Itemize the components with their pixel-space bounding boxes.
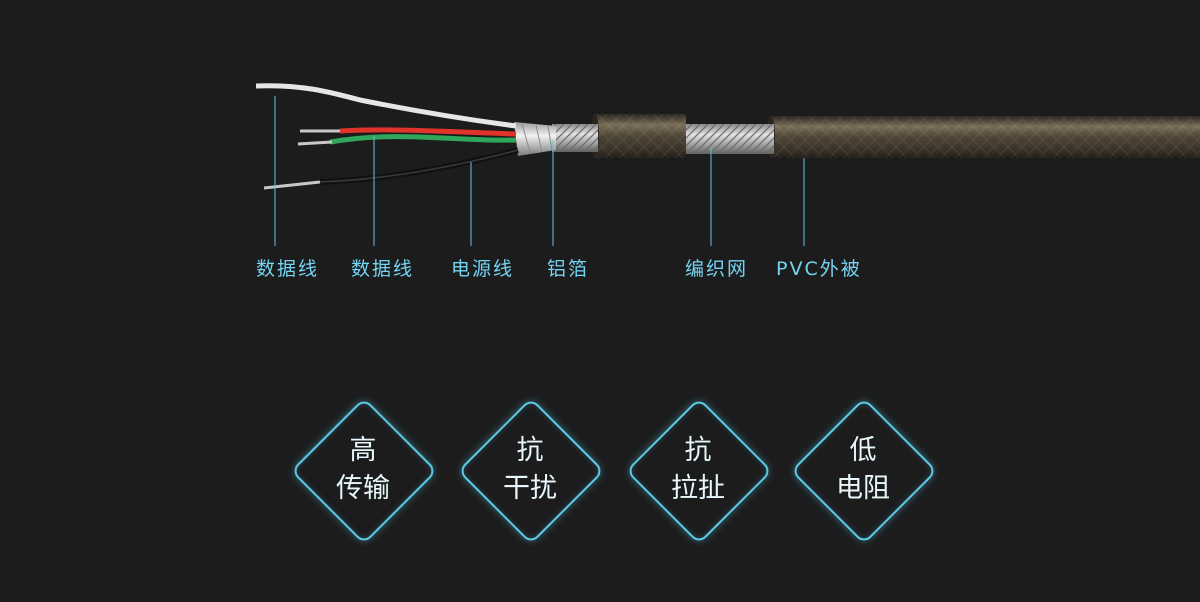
- red-wire: [339, 127, 517, 137]
- feature-line-1: 低: [849, 435, 877, 466]
- cable-cross-section-illustration: [255, 83, 1200, 246]
- green-wire: [329, 134, 517, 145]
- jacket-ring: [591, 114, 686, 158]
- feature-line-1: 高: [349, 435, 377, 466]
- label-data-wire-2: 数据线: [351, 258, 415, 280]
- callout-lines: [274, 96, 805, 246]
- feature-line-1: 抗: [516, 435, 544, 466]
- feature-line-2: 电阻: [836, 473, 890, 504]
- black-wire: [317, 147, 519, 185]
- feature-badge-anti-interference: 抗 干扰: [457, 397, 605, 545]
- feature-line-2: 干扰: [503, 473, 557, 504]
- label-power-wire: 电源线: [451, 258, 515, 280]
- braided-mesh: [682, 124, 774, 154]
- label-aluminum-foil: 铝箔: [547, 258, 590, 280]
- label-pvc-jacket: PVC外被: [776, 258, 862, 280]
- white-wire: [255, 83, 517, 129]
- label-data-wire-1: 数据线: [256, 258, 320, 280]
- feature-line-2: 拉扯: [671, 473, 725, 504]
- braid-segment: [552, 124, 598, 152]
- feature-badge-anti-pull: 抗 拉扯: [625, 397, 773, 545]
- aluminum-foil: [514, 122, 556, 156]
- feature-line-2: 传输: [336, 473, 390, 504]
- feature-badge-high-transmission: 高 传输: [290, 397, 438, 545]
- feature-badge-low-resistance: 低 电阻: [790, 397, 938, 545]
- label-braided-mesh: 编织网: [685, 258, 749, 280]
- conductor-tip-3: [263, 180, 321, 190]
- wires: [255, 83, 519, 190]
- feature-line-1: 抗: [684, 435, 712, 466]
- conductor-tip-2: [297, 140, 333, 146]
- pvc-jacket: [767, 116, 1200, 158]
